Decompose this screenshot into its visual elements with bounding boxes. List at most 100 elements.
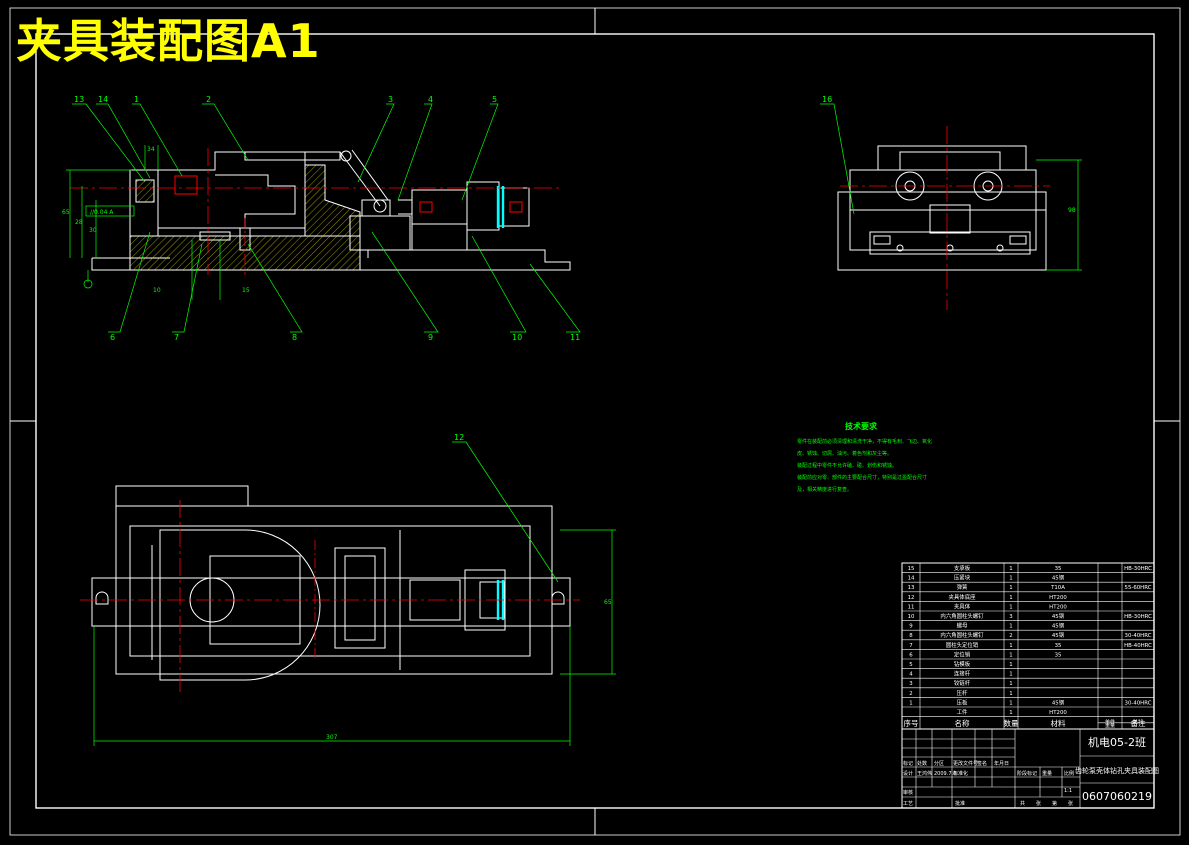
bom-header: 材料 — [1051, 718, 1067, 728]
bom-cell-name: 夹具体底座 — [949, 593, 977, 601]
top-view-annotations — [93, 441, 616, 746]
rev-label: 标记 — [903, 760, 913, 767]
bom-cell-no: 5 — [909, 662, 912, 668]
school-label: 机电05-2班 — [1088, 735, 1146, 749]
tech-req-line: 装配前应对零、部件的主要配合尺寸，特别是过盈配合尺寸 — [797, 474, 927, 481]
rev-label: 年月日 — [994, 760, 1009, 767]
bom-cell-no: 9 — [909, 624, 913, 630]
bom-header: 备注 — [1131, 718, 1147, 728]
rev-label: 处数 — [917, 760, 927, 767]
drawing-title: 夹具装配图A1 — [16, 14, 321, 68]
bom-header: 序号 — [904, 718, 919, 728]
bom-cell-qty: 1 — [1009, 652, 1012, 658]
bom-cell-name: 连接杆 — [954, 670, 971, 678]
bom-cell-name: 圆柱头定位销 — [946, 641, 979, 649]
bom-cell-mat: 45钢 — [1052, 574, 1064, 582]
stage-label: 阶段标记 — [1017, 770, 1037, 777]
bom-cell-no: 11 — [908, 604, 915, 610]
dim-label: 34 — [147, 146, 155, 153]
bom-cell-qty: 1 — [1009, 700, 1012, 706]
drawing-name-label: 齿轮泵壳体钻孔夹具装配图 — [1075, 766, 1159, 775]
rev-label: 签名 — [977, 760, 987, 767]
callout-5: 5 — [492, 95, 497, 104]
bom-header: 名称 — [955, 718, 970, 728]
bom-cell-qty: 1 — [1009, 604, 1012, 610]
callout-13: 13 — [74, 95, 84, 104]
callout-1: 1 — [134, 95, 139, 104]
bom-cell-qty: 1 — [1009, 576, 1012, 582]
tech-req-line: 装配过程中零件不允许磕、碰、划伤和锈蚀。 — [797, 462, 897, 469]
process-label: 工艺 — [903, 801, 913, 807]
dim-label: 15 — [242, 287, 250, 294]
bom-cell-name: 压板 — [957, 698, 968, 706]
bom-cell-mat: HT200 — [1049, 710, 1067, 716]
bom-mini-label: 总计 — [1133, 719, 1143, 726]
bom-cell-qty: 1 — [1009, 681, 1012, 687]
bom-cell-no: 8 — [909, 633, 913, 639]
sheet-label: 第 — [1052, 800, 1057, 807]
scale-value: 1:1 — [1064, 788, 1072, 794]
bom-cell-name: 螺母 — [957, 622, 968, 630]
dim-label: 30 — [89, 227, 97, 234]
bom-cell-no: 7 — [909, 643, 912, 649]
approve-label: 批准 — [955, 800, 965, 807]
bom-cell-name: 内六角圆柱头螺钉 — [940, 631, 984, 639]
bom-cell-name: 弹簧 — [957, 583, 968, 591]
callout-8: 8 — [292, 333, 297, 342]
tech-req-line: 零件在装配前必须清理和清洗干净，不得有毛刺、飞边、氧化 — [797, 438, 932, 445]
bom-cell-no: 6 — [909, 652, 913, 658]
bom-cell-mat: 45钢 — [1052, 612, 1064, 620]
drawing-number-label: 0607060219 — [1082, 790, 1152, 803]
rev-label: 分区 — [934, 760, 944, 767]
designer-name: 王鸿伟 — [917, 770, 932, 777]
tolerance-label: //0.04 A — [90, 209, 114, 216]
bom-header: 数量 — [1004, 718, 1019, 728]
bom-cell-qty: 1 — [1009, 691, 1012, 697]
standardization-label: 标准化 — [953, 770, 968, 777]
design-date: 2009.7.8 — [934, 771, 956, 777]
tech-req-line: 及，相关精度进行复查。 — [797, 486, 852, 493]
bom-cell-mat: 45钢 — [1052, 698, 1064, 706]
dim-label: 98 — [1068, 207, 1076, 214]
title-block — [901, 728, 1155, 809]
bom-cell-mat: T10A — [1050, 585, 1065, 591]
callout-9: 9 — [428, 333, 433, 342]
callout-6: 6 — [110, 333, 115, 342]
bom-cell-name: 夹具体 — [954, 602, 971, 610]
bom-cell-note: 30-40HRC — [1125, 700, 1152, 706]
bom-cell-qty: 1 — [1009, 710, 1012, 716]
bom-cell-no: 4 — [909, 672, 913, 678]
scale-label: 比例 — [1064, 770, 1074, 777]
bom-cell-no: 2 — [909, 691, 912, 697]
side-view — [837, 126, 1050, 310]
bom-cell-qty: 1 — [1009, 624, 1012, 630]
callout-10: 10 — [512, 333, 522, 342]
front-view-leaders — [72, 103, 581, 333]
bom-cell-qty: 3 — [1009, 614, 1012, 620]
dim-label: 65 — [604, 599, 612, 606]
bom-cell-mat: 35 — [1055, 643, 1062, 649]
review-label: 审核 — [903, 789, 913, 796]
bom-cell-no: 15 — [908, 566, 915, 572]
bom-cell-name: 铰链杆 — [954, 679, 971, 687]
bom-cell-qty: 2 — [1009, 633, 1012, 639]
bom-cell-name: 钻模板 — [954, 660, 971, 668]
tech-req-line: 皮、锈蚀、切屑、油污、着色剂和灰尘等。 — [797, 450, 892, 457]
bom-mini-label: 单件 — [1105, 719, 1115, 726]
tech-req-heading: 技术要求 — [845, 421, 878, 431]
bom-cell-no: 1 — [909, 700, 912, 706]
dim-label: 65 — [62, 209, 70, 216]
callout-4: 4 — [428, 95, 433, 104]
bom-mini-label: 重量 — [1105, 722, 1115, 729]
sheet-label: 共 — [1020, 800, 1025, 807]
bom-cell-mat: 35 — [1055, 652, 1062, 658]
bom-cell-mat: 35 — [1055, 566, 1062, 572]
callout-2: 2 — [206, 95, 211, 104]
top-view — [80, 485, 580, 696]
bom-cell-qty: 1 — [1009, 566, 1012, 572]
bom-cell-note: HB-40HRC — [1124, 643, 1152, 649]
bom-cell-qty: 1 — [1009, 643, 1012, 649]
callout-7: 7 — [174, 333, 179, 342]
